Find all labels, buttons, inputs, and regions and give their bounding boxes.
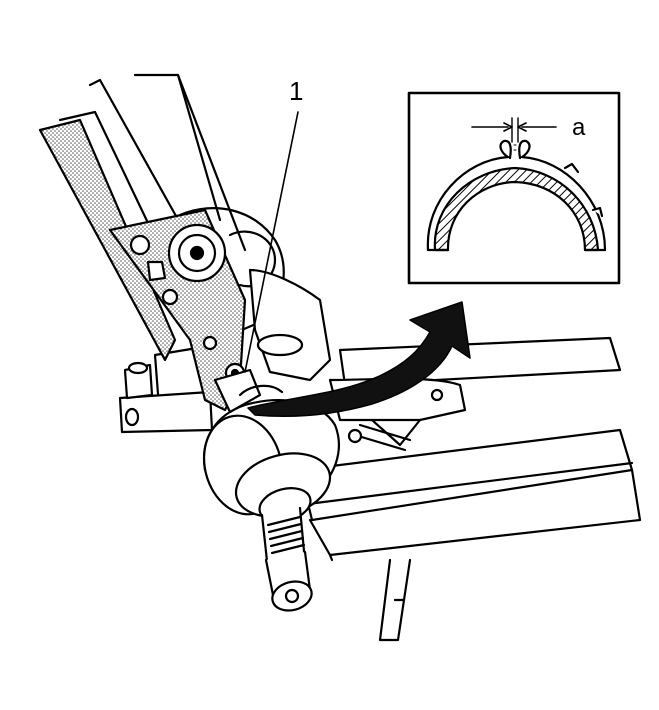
detail-inset-frame bbox=[407, 91, 621, 285]
rotation-arrow bbox=[247, 301, 471, 417]
callout-number-label: 1 bbox=[289, 76, 303, 106]
detail-inset bbox=[407, 91, 621, 285]
gap-dimension-label: a bbox=[572, 114, 586, 141]
callout-leader-line bbox=[244, 111, 299, 373]
clamp-pliers-tool bbox=[38, 73, 284, 414]
cv-boot-and-shaft bbox=[202, 399, 340, 612]
